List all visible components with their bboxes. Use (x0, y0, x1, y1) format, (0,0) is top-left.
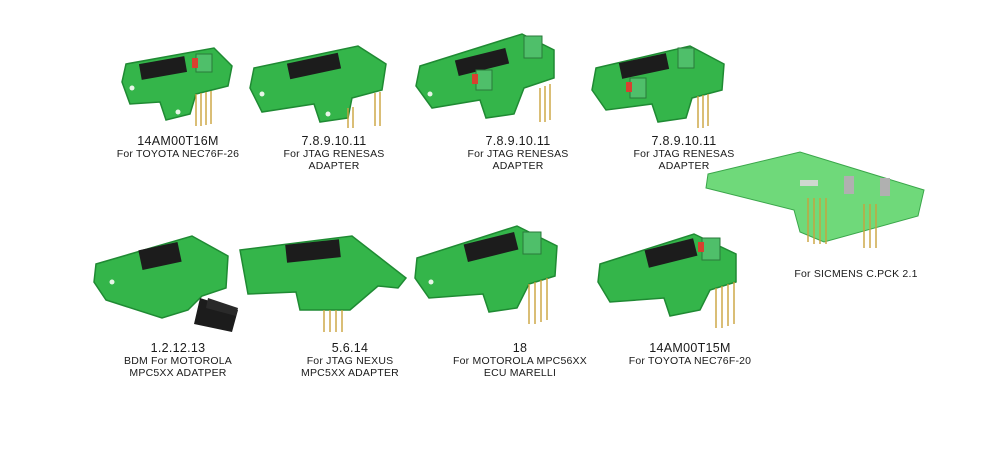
adapter-description: ADAPTER (492, 160, 544, 172)
pcb-adapter-image (249, 45, 387, 128)
adapter-code: 14AM00T15M (649, 341, 731, 355)
pcb-adapter-image (591, 45, 725, 128)
adapter-board-4 (590, 38, 730, 130)
pcb-adapter-image (93, 235, 238, 332)
adapter-caption-4: 7.8.9.10.11 For JTAG RENESAS ADAPTER (614, 134, 754, 172)
adapter-description: MPC5XX ADATPER (129, 367, 227, 379)
adapter-board-1 (118, 42, 238, 127)
adapter-description: For JTAG RENESAS (467, 148, 569, 160)
adapter-description: ECU MARELLI (483, 367, 557, 379)
adapter-caption-5: For SICMENS C.PCK 2.1 (786, 268, 926, 280)
adapter-board-2 (248, 40, 393, 128)
adapter-caption-6: 1.2.12.13 BDM For MOTOROLA MPC5XX ADATPE… (108, 341, 248, 379)
adapter-code: 7.8.9.10.11 (485, 134, 551, 148)
pcb-adapter-image (597, 233, 737, 328)
pcb-adapter-image (415, 33, 555, 122)
adapter-description: For JTAG NEXUS (306, 355, 394, 367)
adapter-board-9 (596, 228, 746, 332)
adapter-board-3 (414, 22, 562, 132)
adapter-description: ADAPTER (658, 160, 710, 172)
adapter-code: 14AM00T16M (137, 134, 219, 148)
adapter-caption-2: 7.8.9.10.11 For JTAG RENESAS ADAPTER (264, 134, 404, 172)
adapter-caption-8: 18 For MOTOROLA MPC56XX ECU MARELLI (446, 341, 594, 379)
adapter-description: For JTAG RENESAS (633, 148, 735, 160)
pcb-adapter-image (414, 225, 558, 324)
pcb-adapter-image (239, 235, 408, 332)
adapter-board-5 (704, 150, 929, 250)
adapter-description: ADAPTER (308, 160, 360, 172)
adapter-description: For TOYOTA NEC76F-26 (116, 148, 240, 160)
adapter-description: MPC5XX ADAPTER (301, 367, 399, 379)
adapter-board-8 (413, 222, 563, 330)
adapter-caption-3: 7.8.9.10.11 For JTAG RENESAS ADAPTER (448, 134, 588, 172)
adapter-caption-7: 5.6.14 For JTAG NEXUS MPC5XX ADAPTER (280, 341, 420, 379)
adapter-description: For TOYOTA NEC76F-20 (628, 355, 752, 367)
adapter-code: 1.2.12.13 (150, 341, 206, 355)
adapter-caption-9: 14AM00T15M For TOYOTA NEC76F-20 (620, 341, 760, 367)
pcb-adapter-image (705, 151, 925, 248)
adapter-code: 5.6.14 (331, 341, 369, 355)
adapter-board-6 (92, 228, 242, 338)
adapter-description: For JTAG RENESAS (283, 148, 385, 160)
pcb-adapter-image (121, 47, 233, 126)
adapter-description: For SICMENS C.PCK 2.1 (794, 268, 918, 280)
adapter-description: BDM For MOTOROLA (123, 355, 232, 367)
adapter-code: 18 (512, 341, 528, 355)
adapter-code: 7.8.9.10.11 (651, 134, 717, 148)
adapter-caption-1: 14AM00T16M For TOYOTA NEC76F-26 (108, 134, 248, 160)
adapter-code: 7.8.9.10.11 (301, 134, 367, 148)
adapter-board-7 (238, 230, 410, 334)
adapter-description: For MOTOROLA MPC56XX (453, 355, 587, 367)
